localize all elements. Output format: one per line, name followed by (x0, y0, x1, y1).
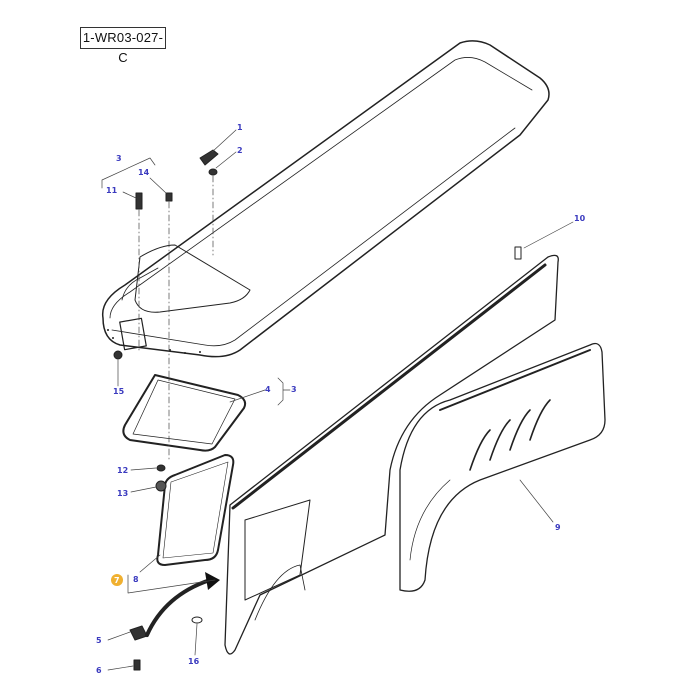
callout-12[interactable]: 12 (117, 466, 128, 475)
side-window-seal-drawing (156, 454, 235, 566)
callout-13[interactable]: 13 (117, 489, 128, 498)
highlight-marker (111, 574, 123, 586)
callout-15[interactable]: 15 (113, 387, 125, 396)
roof-panel-drawing (101, 40, 550, 358)
callout-11[interactable]: 11 (106, 186, 118, 195)
callout-4[interactable]: 4 (265, 385, 271, 394)
callout-2[interactable]: 2 (237, 146, 243, 155)
bracket-part-5 (129, 625, 148, 641)
callout-10[interactable]: 10 (574, 214, 586, 223)
callout-16[interactable]: 16 (188, 657, 200, 666)
pin-part-6 (133, 659, 141, 671)
callout-3-bottom[interactable]: 3 (291, 385, 297, 394)
callout-3-top[interactable]: 3 (116, 154, 122, 163)
callout-1[interactable]: 1 (237, 123, 243, 132)
callout-9[interactable]: 9 (555, 523, 561, 532)
screw-part-14 (165, 192, 173, 202)
clip-part-1 (199, 149, 219, 166)
callout-14[interactable]: 14 (138, 168, 150, 177)
diagram-reference-code: 1-WR03-027-C (80, 27, 166, 65)
plug-part-2 (208, 168, 218, 176)
callout-6[interactable]: 6 (96, 666, 102, 675)
washer-part-12 (156, 464, 166, 472)
callout-8[interactable]: 8 (133, 575, 139, 584)
nut-part-15 (113, 350, 123, 360)
rear-fender-drawing (399, 342, 606, 592)
side-panel-drawing (224, 254, 559, 655)
callout-5[interactable]: 5 (96, 636, 102, 645)
stud-part-11 (135, 192, 143, 210)
callout-7[interactable]: 7 (114, 576, 120, 585)
headliner-frame-drawing (122, 374, 247, 452)
nut-part-13 (155, 480, 167, 492)
clip-part-16 (191, 616, 203, 624)
cap-part-10 (514, 246, 522, 260)
